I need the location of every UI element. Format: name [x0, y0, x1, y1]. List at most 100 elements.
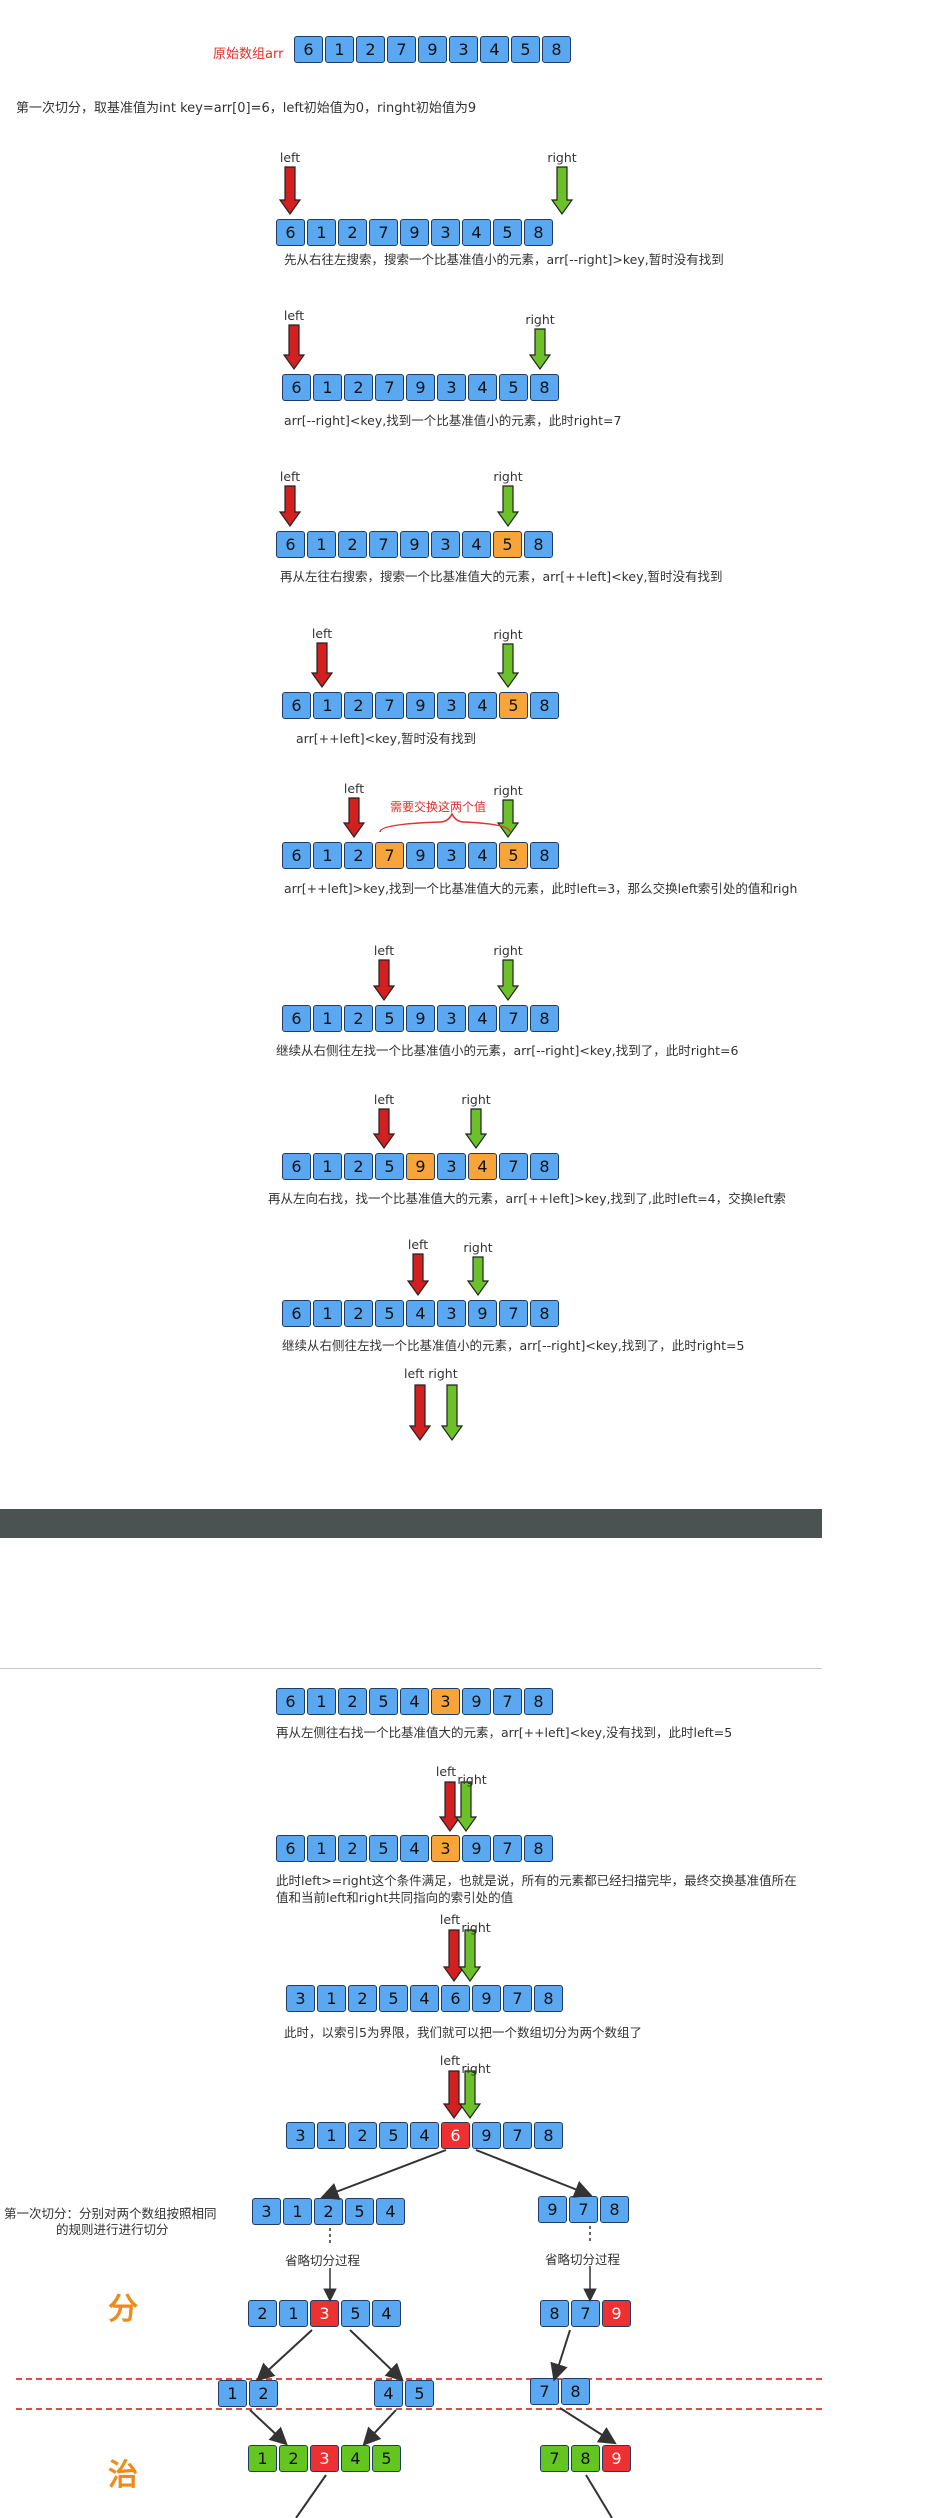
array-cell: 4	[341, 2445, 370, 2472]
array-cell: 1	[317, 1985, 346, 2012]
array-cell: 8	[530, 1153, 559, 1180]
array-cell: 9	[602, 2445, 631, 2472]
array-cell: 7	[375, 374, 404, 401]
array-cell: 8	[571, 2445, 600, 2472]
array-cell: 7	[369, 219, 398, 246]
array-cell: 4	[400, 1688, 429, 1715]
left-pointer-arrow	[442, 2070, 466, 2120]
array-cell: 2	[344, 374, 373, 401]
array-cell: 5	[369, 1835, 398, 1862]
step-caption: arr[--right]<key,找到一个比基准值小的元素，此时right=7	[284, 413, 622, 428]
array-cell: 5	[375, 1300, 404, 1327]
array-cell: 2	[338, 219, 367, 246]
array-cell: 8	[530, 692, 559, 719]
left-pointer-label: left	[373, 1092, 395, 1107]
left-pointer-label: left	[343, 781, 365, 796]
array-cell: 4	[372, 2300, 401, 2327]
array-cell: 8	[530, 842, 559, 869]
array-cell: 9	[538, 2196, 567, 2223]
array-cell: 6	[276, 1688, 305, 1715]
right-pointer-arrow	[550, 166, 574, 216]
step-caption: 再从左往右搜索，搜索一个比基准值大的元素，arr[++left]<key,暂时没…	[280, 569, 723, 584]
array-cell: 7	[503, 2122, 532, 2149]
right-pointer-arrow	[458, 1929, 482, 1983]
lower-step-caption-2: 值和当前left和right共同指向的索引处的值	[276, 1890, 514, 1905]
array-cell: 1	[313, 1300, 342, 1327]
array-cell: 9	[400, 219, 429, 246]
array-cell: 7	[387, 36, 416, 63]
array-cell: 8	[524, 531, 553, 558]
array-cell: 2	[344, 692, 373, 719]
array-cell: 7	[493, 1688, 522, 1715]
array-cell: 7	[369, 531, 398, 558]
array-cell: 1	[248, 2445, 277, 2472]
array-cell: 7	[493, 1835, 522, 1862]
array-cell: 2	[344, 1300, 373, 1327]
right-pointer-label: right	[463, 1240, 493, 1255]
array-cell: 3	[431, 1835, 460, 1862]
array-cell: 3	[310, 2445, 339, 2472]
array-cell: 5	[345, 2198, 374, 2225]
array-cell: 4	[400, 1835, 429, 1862]
array-cell: 4	[468, 842, 497, 869]
right-pointer-arrow	[454, 1781, 478, 1833]
step-caption: arr[++left]<key,暂时没有找到	[296, 731, 476, 746]
left-pointer-arrow	[372, 959, 396, 1002]
array-cell: 2	[344, 842, 373, 869]
left-pointer-label: left	[435, 1764, 457, 1779]
array-cell: 8	[534, 2122, 563, 2149]
array-cell: 2	[356, 36, 385, 63]
first-split-note-1: 第一次切分：分别对两个数组按照相同	[4, 2206, 217, 2221]
array-cell: 9	[406, 1153, 435, 1180]
array-cell: 5	[511, 36, 540, 63]
array-cell: 5	[405, 2380, 434, 2407]
array-cell: 3	[252, 2198, 281, 2225]
array-cell: 1	[307, 1688, 336, 1715]
step-caption: 继续从右侧往左找一个比基准值小的元素，arr[--right]<key,找到了，…	[276, 1043, 739, 1058]
array-cell: 1	[307, 531, 336, 558]
array-cell: 3	[431, 219, 460, 246]
array-cell: 1	[307, 219, 336, 246]
right-pointer-label: right	[461, 2061, 491, 2076]
array-cell: 3	[437, 692, 466, 719]
left-right-label: left right	[404, 1366, 458, 1381]
array-cell: 9	[400, 531, 429, 558]
right-pointer-label: right	[493, 469, 523, 484]
array-cell: 7	[530, 2378, 559, 2405]
array-cell: 2	[344, 1153, 373, 1180]
array-cell: 6	[276, 219, 305, 246]
array-cell: 5	[499, 692, 528, 719]
array-cell: 7	[540, 2445, 569, 2472]
array-cell: 9	[406, 842, 435, 869]
array-cell: 9	[418, 36, 447, 63]
array-cell: 1	[313, 1005, 342, 1032]
array-cell: 4	[376, 2198, 405, 2225]
array-cell: 8	[600, 2196, 629, 2223]
array-cell: 5	[493, 219, 522, 246]
left-pointer-arrow	[408, 1384, 432, 1442]
right-pointer-arrow	[466, 1256, 490, 1297]
array-cell: 6	[276, 1835, 305, 1862]
page-separator	[0, 1508, 822, 1538]
array-cell: 5	[499, 842, 528, 869]
array-cell: 4	[468, 1153, 497, 1180]
array-cell: 1	[313, 374, 342, 401]
array-cell: 5	[372, 2445, 401, 2472]
left-pointer-arrow	[282, 324, 306, 371]
array-cell: 9	[406, 1005, 435, 1032]
array-cell: 1	[283, 2198, 312, 2225]
left-pointer-label: left	[283, 308, 305, 323]
array-cell: 9	[406, 692, 435, 719]
array-cell: 8	[524, 219, 553, 246]
array-cell: 3	[286, 1985, 315, 2012]
